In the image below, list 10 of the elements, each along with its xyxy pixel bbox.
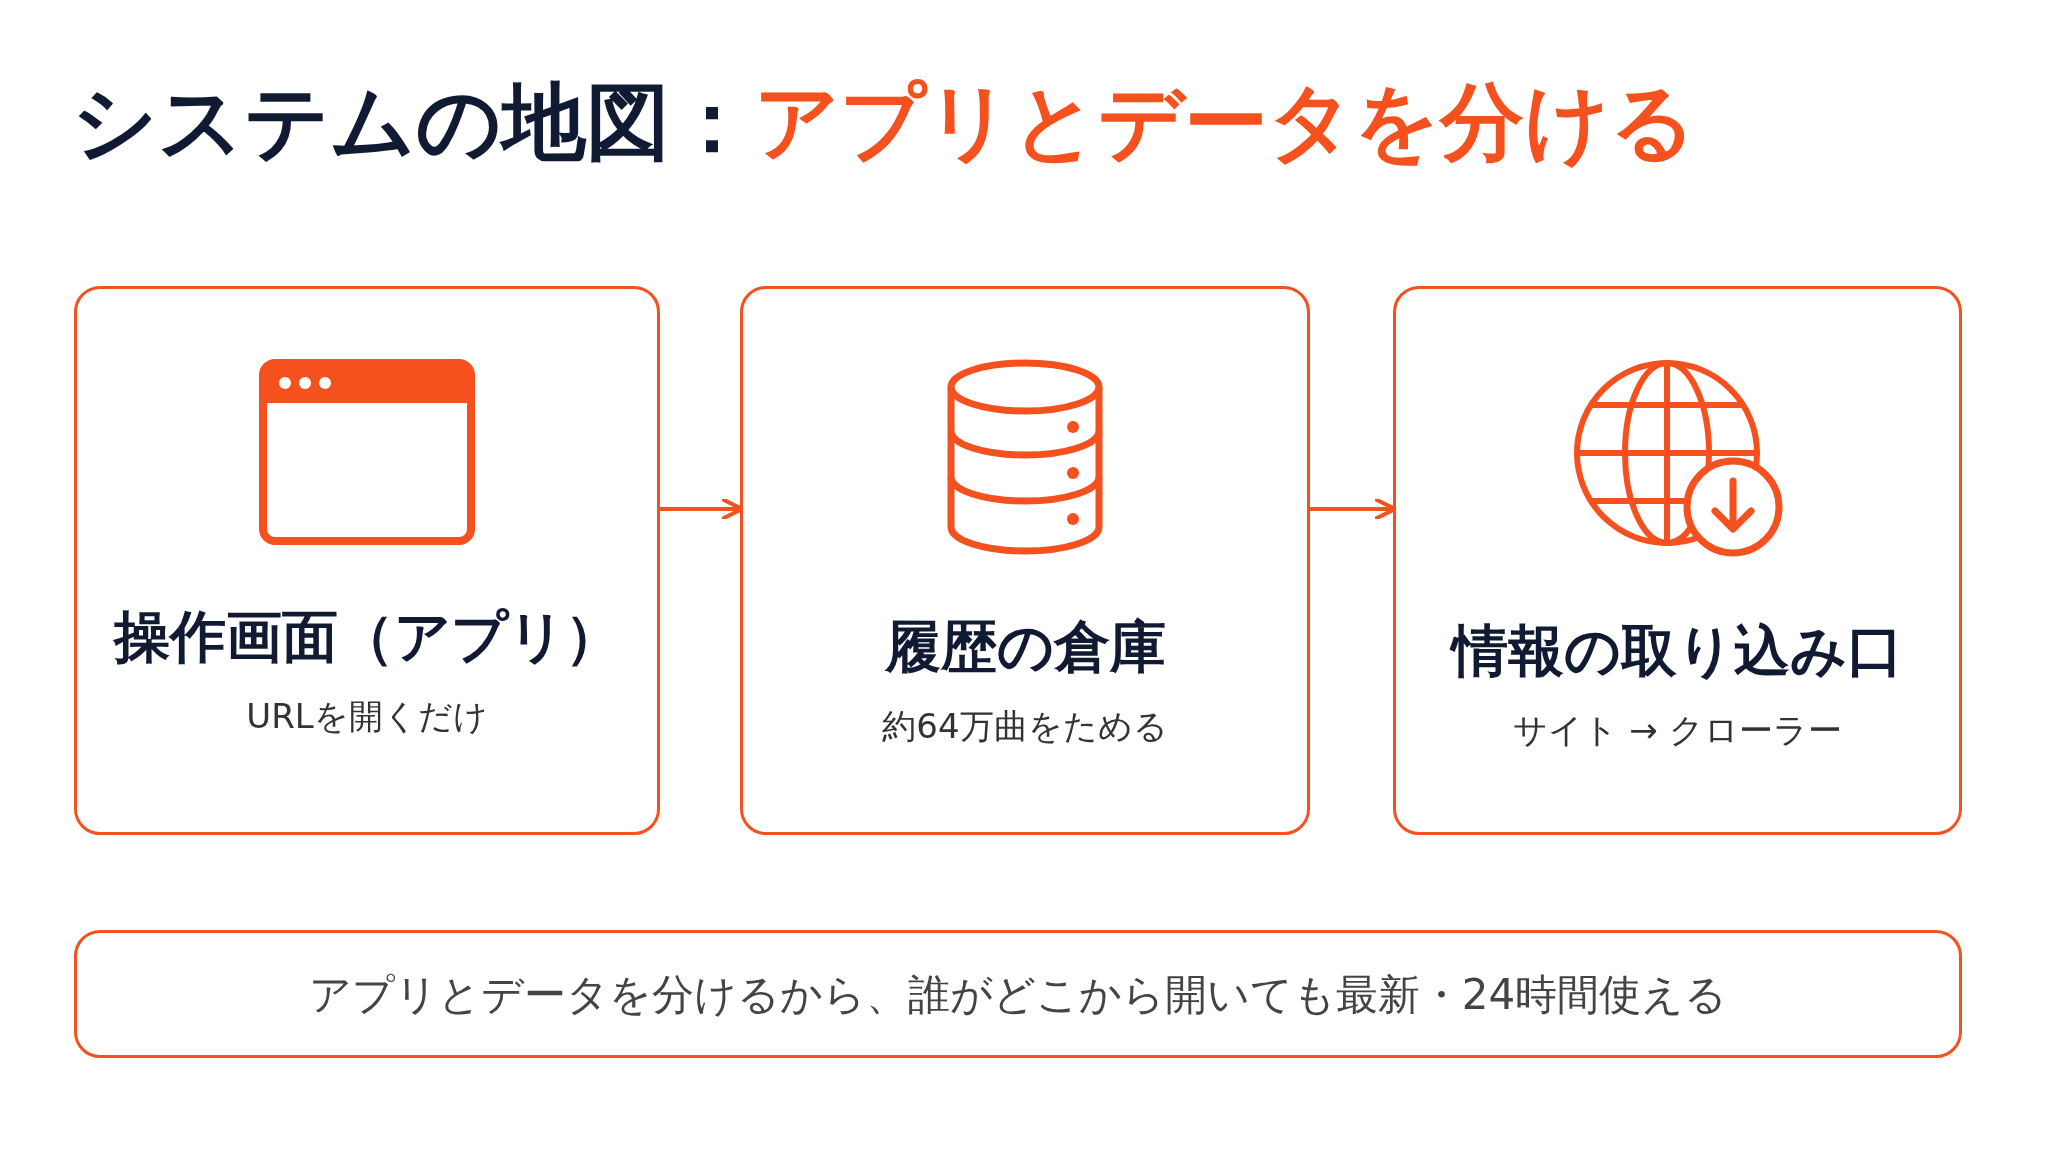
card-description: サイト → クローラー — [1513, 709, 1842, 752]
component-card — [1393, 286, 1962, 835]
card-description: URLを開くだけ — [246, 695, 488, 738]
component-card — [740, 286, 1310, 835]
summary-box — [74, 930, 1962, 1058]
card-heading: 操作画面（アプリ） — [113, 603, 621, 671]
component-card — [74, 286, 660, 835]
summary-text: アプリとデータを分けるから、誰がどこから開いても最新・24時間使える — [308, 968, 1728, 1021]
card-heading: 履歴の倉庫 — [884, 613, 1166, 681]
card-description: 約64万曲をためる — [882, 705, 1168, 748]
